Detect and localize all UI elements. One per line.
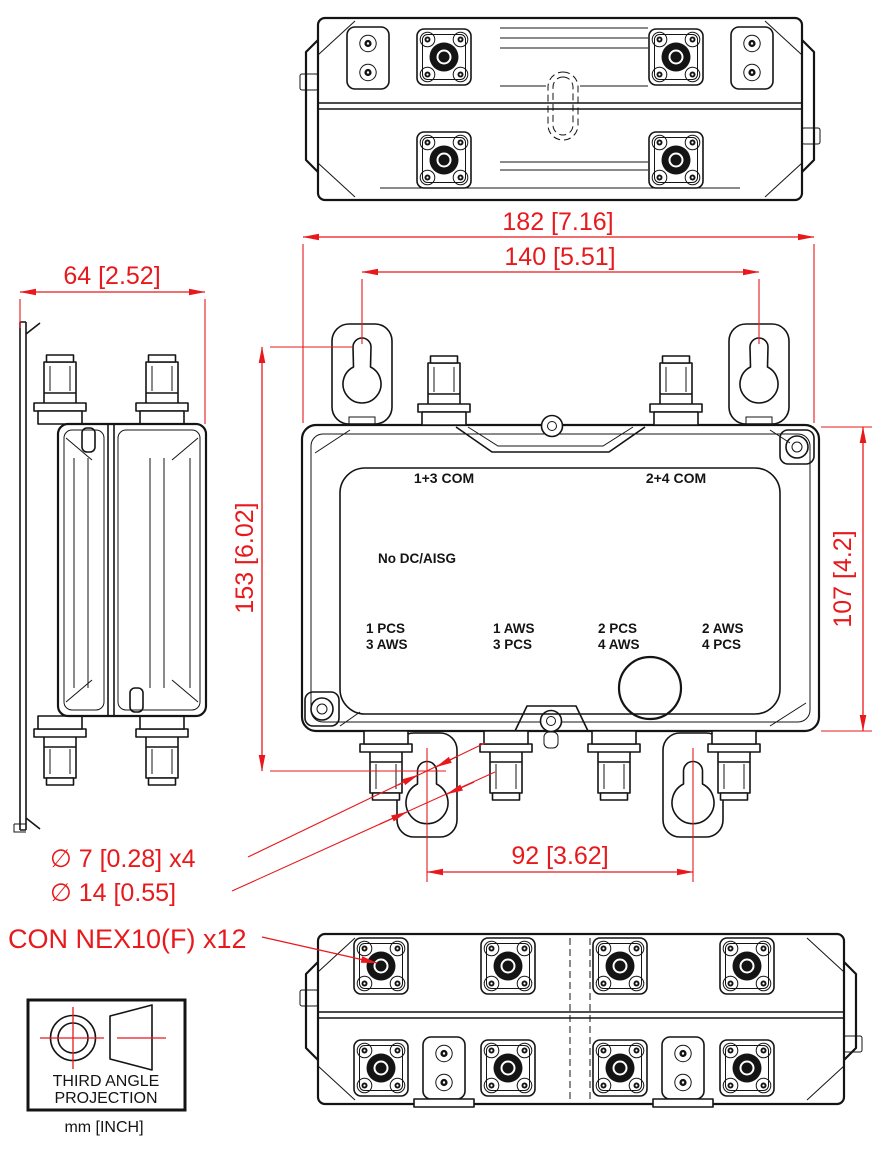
bottom-view [299,932,863,1108]
dim-text-depth: 64 [2.52] [63,262,160,290]
connector-profile [135,354,189,425]
nex10-connector [353,1039,409,1097]
callout-text-connector: CON NEX10(F) x12 [8,924,247,954]
dimension-overall-width: 182 [7.16] [302,208,815,423]
front-view: 1+3 COM 2+4 COM No DC/AISG 1 PCS 3 AWS 1… [300,323,821,838]
screw-plate [730,26,774,90]
callout-hole-small: ∅ 7 [0.28] x4 [50,742,486,873]
nex10-connector [648,28,704,86]
nex10-connector [416,28,472,86]
callout-hole-large: ∅ 14 [0.55] [50,771,496,907]
port-label: 4 AWS [598,637,640,652]
port-label: 3 AWS [366,637,408,652]
keyhole-slot [671,760,715,825]
connector-profile [33,715,87,786]
port-label: 1 AWS [493,621,535,636]
top-view [299,16,821,202]
screw-plate [661,1036,705,1100]
vent-port [617,655,683,721]
connector-profile [33,354,87,425]
dimension-body-height: 107 [4.2] [821,426,872,732]
nex10-connector [592,1039,648,1097]
dim-text-mount-spacing-bottom: 92 [3.62] [511,842,608,870]
dimension-mount-spacing-bottom: 92 [3.62] [426,748,694,882]
dimension-mount-height: 153 [6.02] [231,346,446,772]
port-label: 4 PCS [702,637,741,652]
port-label: 2 AWS [702,621,744,636]
projection-box: THIRD ANGLE PROJECTION mm [INCH] [26,998,187,1136]
label-com-left: 1+3 COM [414,470,474,486]
callout-connector: CON NEX10(F) x12 [8,924,378,964]
callout-text-hole-large: ∅ 14 [0.55] [50,879,176,907]
nex10-connector [592,937,648,995]
label-no-dc-aisg: No DC/AISG [378,551,456,566]
connector-profile [359,730,413,801]
nex10-connector [480,1039,536,1097]
nex10-connector [648,131,704,189]
dim-text-overall-width: 182 [7.16] [502,208,613,236]
connector-profile [417,355,471,426]
projection-label-line2: PROJECTION [54,1090,157,1107]
callout-text-hole-small: ∅ 7 [0.28] x4 [50,845,196,873]
screw-plate [346,26,390,90]
dim-text-mount-spacing-top: 140 [5.51] [504,243,615,271]
keyhole-slot [739,337,779,404]
port-label: 1 PCS [366,621,405,636]
eyelet [540,414,564,438]
connector-profile [479,730,533,801]
dimension-depth: 64 [2.52] [19,262,206,424]
connector-profile [707,730,761,801]
nex10-connector [719,937,775,995]
keyhole-slot [342,337,382,404]
dim-text-body-height: 107 [4.2] [829,530,857,627]
third-angle-symbol [40,1004,166,1071]
projection-label-line1: THIRD ANGLE [53,1073,160,1090]
dimension-mount-spacing-top: 140 [5.51] [361,243,760,344]
nex10-connector [480,937,536,995]
connector-profile [135,715,189,786]
label-com-right: 2+4 COM [646,470,706,486]
side-view [13,321,208,833]
keyhole-slot [405,760,449,825]
connector-profile [649,355,703,426]
dim-text-mount-height: 153 [6.02] [231,502,259,613]
nex10-connector [353,937,409,995]
nex10-connector [719,1039,775,1097]
screw-plate [422,1036,466,1100]
port-label: 3 PCS [493,637,532,652]
units-label: mm [INCH] [64,1119,143,1136]
port-label: 2 PCS [598,621,637,636]
nex10-connector [416,131,472,189]
connector-profile [587,730,641,801]
